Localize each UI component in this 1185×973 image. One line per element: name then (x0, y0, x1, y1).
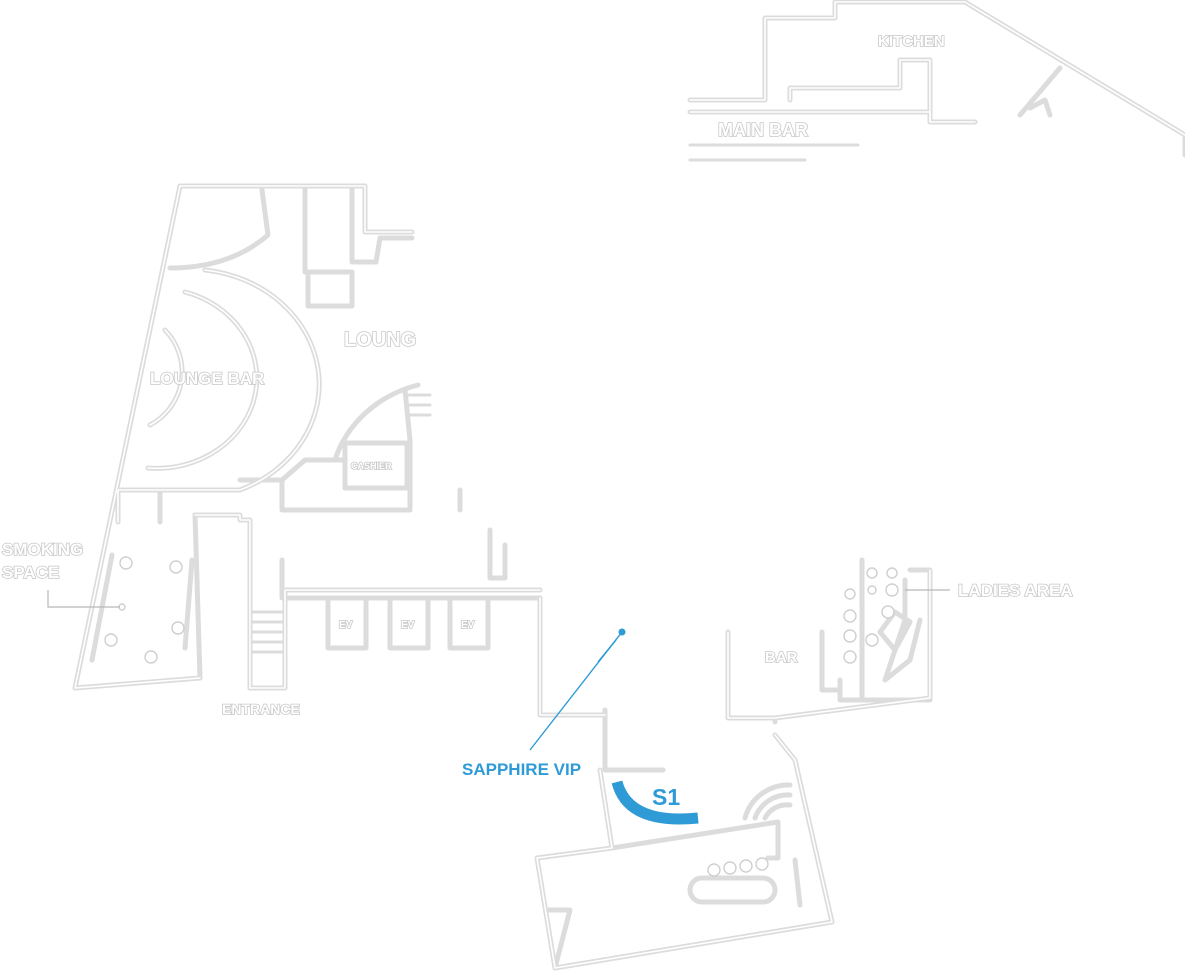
sapphire-table-seats (707, 857, 769, 877)
bar-label: BAR (765, 649, 798, 666)
ladies-area-seats (843, 567, 899, 664)
ev-3-label: EV (461, 620, 475, 631)
lounge-label: LOUNG (344, 329, 416, 351)
sapphire-vip-label[interactable]: SAPPHIRE VIP (462, 760, 581, 779)
smoking-space-leader (47, 590, 120, 608)
ladies-area-label: LADIES AREA (958, 581, 1073, 600)
smoking-space-seats (104, 556, 185, 664)
ev-2-label: EV (401, 620, 415, 631)
lounge-block (72, 183, 543, 691)
sapphire-vip-pointer-tick (597, 639, 617, 663)
sapphire-block (534, 595, 835, 971)
lounge-bar-label: LOUNGE BAR (150, 369, 264, 388)
cashier-label: CASHIER (351, 461, 392, 471)
kitchen-main-bar-block (687, 0, 1185, 162)
entrance-label: ENTRANCE (222, 701, 300, 717)
smoking-space-label-line2: SPACE (2, 563, 59, 582)
sapphire-vip-marker[interactable] (529, 628, 626, 751)
s1-section-highlight[interactable] (611, 780, 699, 825)
sapphire-vip-pin (618, 628, 626, 636)
ladies-bar-block (725, 557, 933, 725)
s1-section-label[interactable]: S1 (652, 784, 680, 810)
ev-1-label: EV (339, 620, 353, 631)
kitchen-label: KITCHEN (878, 33, 945, 50)
smoking-space-label-line1: SMOKING (2, 540, 83, 559)
main-bar-label: MAIN BAR (718, 120, 808, 140)
